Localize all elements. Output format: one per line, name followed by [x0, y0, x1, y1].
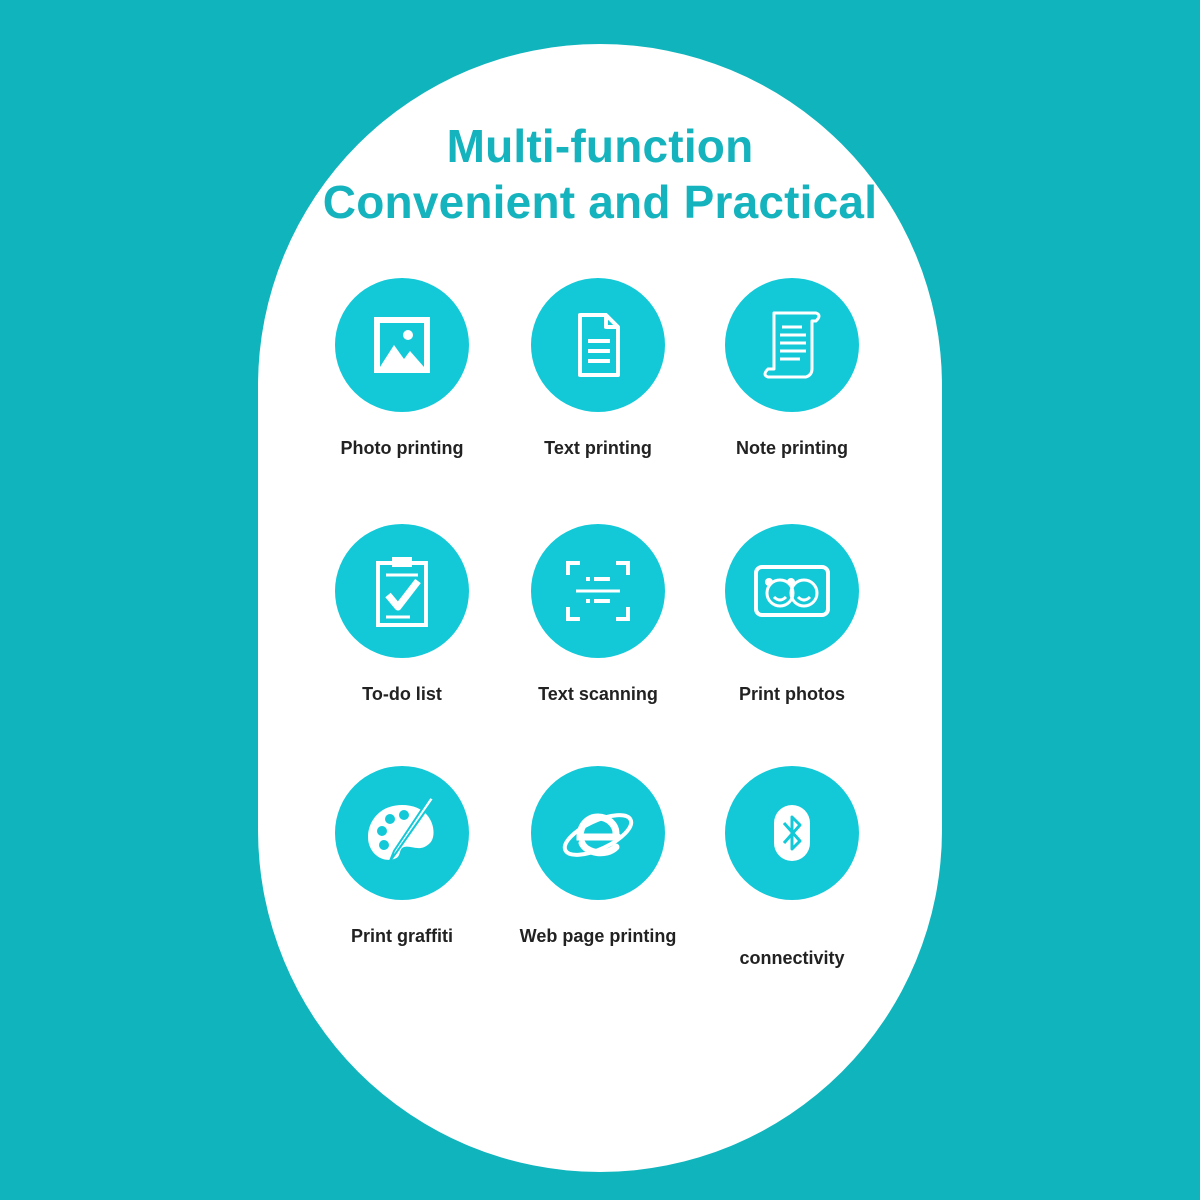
feature-photo-printing[interactable]: Photo printing	[292, 278, 512, 459]
feature-icon-circle	[531, 766, 665, 900]
feature-label: Print graffiti	[351, 926, 453, 946]
feature-label: Print photos	[739, 684, 845, 704]
bluetooth-icon	[774, 805, 810, 861]
browser-e-icon	[562, 813, 634, 857]
document-icon	[578, 313, 620, 377]
feature-label: Note printing	[736, 438, 848, 458]
scroll-icon	[763, 311, 821, 379]
feature-icon-circle	[725, 766, 859, 900]
feature-web-page-printing[interactable]: Web page printing	[488, 766, 708, 947]
feature-label: To-do list	[362, 684, 442, 704]
feature-icon-circle	[335, 524, 469, 658]
feature-label: Text printing	[544, 438, 652, 458]
feature-print-photos[interactable]: Print photos	[682, 524, 902, 705]
feature-text-scanning[interactable]: Text scanning	[488, 524, 708, 705]
feature-connectivity[interactable]: connectivity	[682, 766, 902, 969]
feature-icon-circle	[531, 278, 665, 412]
palette-icon	[368, 795, 436, 862]
feature-label: Photo printing	[340, 438, 464, 458]
feature-label: Text scanning	[538, 684, 658, 704]
clipboard-check-icon	[376, 557, 428, 627]
title-line-2: Convenient and Practical	[322, 176, 878, 228]
feature-icon-circle	[725, 278, 859, 412]
feature-icon-circle	[335, 766, 469, 900]
feature-label: connectivity	[739, 948, 845, 968]
feature-label: Web page printing	[519, 926, 677, 946]
feature-print-graffiti[interactable]: Print graffiti	[292, 766, 512, 947]
photo-icon	[374, 317, 430, 373]
faces-photo-icon	[754, 565, 830, 617]
feature-text-printing[interactable]: Text printing	[488, 278, 708, 459]
feature-note-printing[interactable]: Note printing	[682, 278, 902, 459]
page-title: Multi-function Convenient and Practical	[258, 118, 942, 230]
feature-to-do-list[interactable]: To-do list	[292, 524, 512, 705]
title-line-1: Multi-function	[446, 120, 754, 172]
feature-icon-circle	[335, 278, 469, 412]
scan-icon	[566, 561, 630, 621]
feature-icon-circle	[725, 524, 859, 658]
feature-icon-circle	[531, 524, 665, 658]
